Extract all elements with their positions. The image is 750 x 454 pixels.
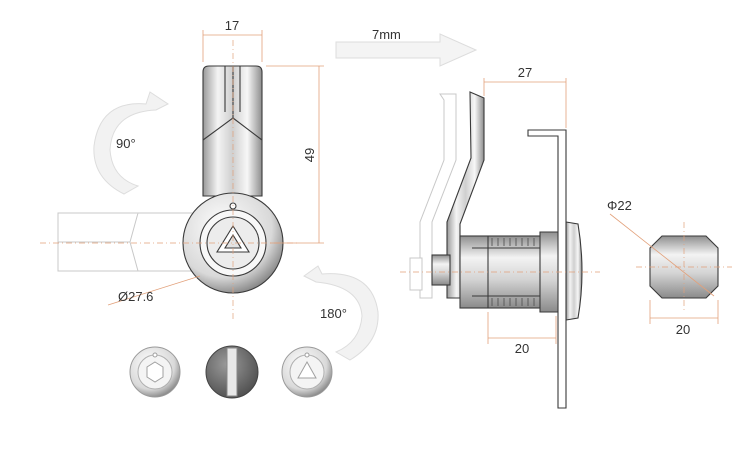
width-dimension-label: 17 (225, 18, 239, 33)
cam-arm (202, 65, 263, 197)
rotation-90-indicator: 90° (93, 91, 169, 195)
lock-head (565, 221, 583, 321)
height-dimension-label: 49 (302, 148, 317, 162)
rotate-180-arrow-icon (303, 265, 379, 361)
key-face-row (129, 345, 333, 399)
thread-length-dimension-label: 20 (515, 341, 529, 356)
rotation-180-indicator: 180° (303, 265, 379, 361)
offset-indicator: 7mm (335, 27, 478, 67)
panel-cutout-view: Φ22 20 (607, 198, 732, 337)
rotate-90-arrow-icon (93, 91, 169, 195)
mounting-panel (527, 129, 567, 409)
depth-dimension-label: 27 (518, 65, 532, 80)
hex-key-face (129, 346, 181, 398)
diameter-dimension-label: Ø27.6 (118, 289, 153, 304)
front-view (40, 40, 300, 320)
front-dimensions: 17 49 Ø27.6 (107, 18, 324, 306)
cutout-diameter-label: Φ22 (607, 198, 632, 213)
rotation-90-label: 90° (116, 136, 136, 151)
ghost-nut (409, 257, 423, 291)
side-view (400, 91, 600, 409)
dark-slotted-face (205, 345, 259, 399)
offset-label: 7mm (372, 27, 401, 42)
ghost-offset-cam (419, 93, 457, 299)
side-dimensions: 27 20 (483, 65, 567, 356)
triangle-key-face (281, 346, 333, 398)
retaining-nut (431, 254, 451, 286)
rotation-180-label: 180° (320, 306, 347, 321)
offset-arrow-icon (335, 33, 478, 67)
cutout-flat-dimension-label: 20 (676, 322, 690, 337)
ghost-cam-bevel (58, 212, 139, 272)
